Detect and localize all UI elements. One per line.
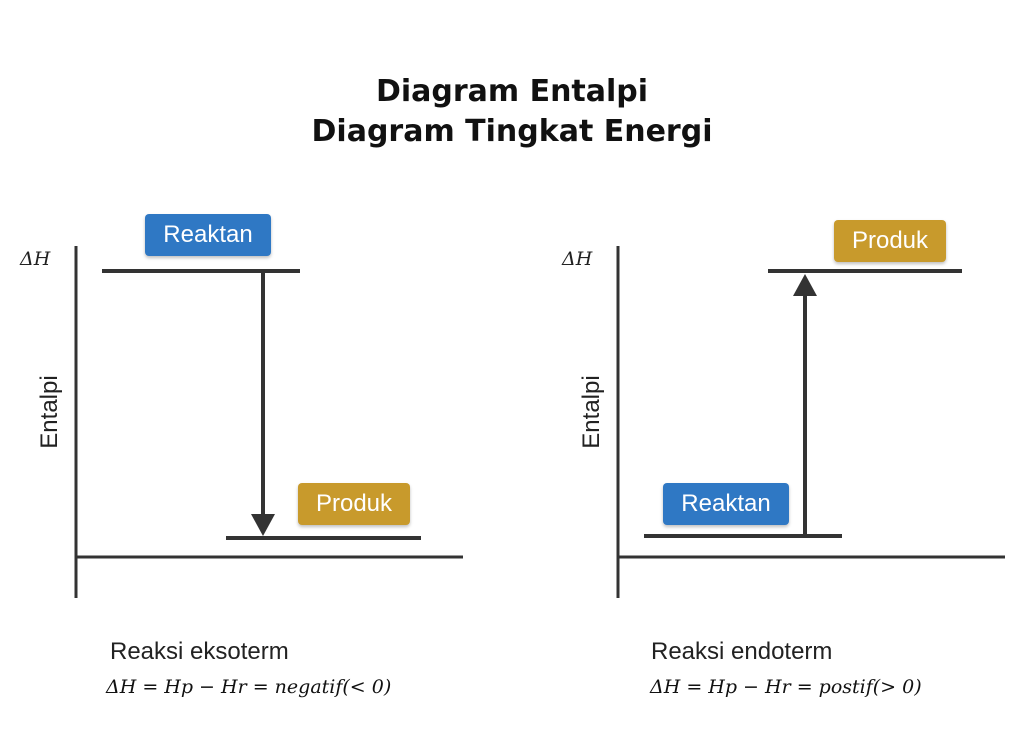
title-line-1: Diagram Entalpi [375, 74, 649, 109]
right-reaktan-badge: Reaktan [663, 483, 789, 525]
right-reaction-name: Reaksi endoterm [651, 638, 833, 665]
title-line-2: Diagram Tingkat Energi [311, 114, 713, 149]
left-delta-arrow-head [251, 514, 275, 536]
right-produk-badge: Produk [834, 220, 946, 262]
left-delta-h-label: ΔH [20, 248, 51, 270]
left-axis-label: Entalpi [36, 375, 63, 449]
left-produk-badge: Produk [298, 483, 410, 525]
right-delta-arrow-head [793, 274, 817, 296]
right-equation: ΔH = Hp − Hr = postif(> 0) [650, 676, 922, 698]
left-reaktan-badge: Reaktan [145, 214, 271, 256]
diagram-title: Diagram Entalpi Diagram Tingkat Energi [0, 72, 1024, 152]
right-delta-h-label: ΔH [562, 248, 593, 270]
left-reaction-name: Reaksi eksoterm [110, 638, 289, 665]
left-equation: ΔH = Hp − Hr = negatif(< 0) [106, 676, 392, 698]
right-axis-label: Entalpi [578, 375, 605, 449]
